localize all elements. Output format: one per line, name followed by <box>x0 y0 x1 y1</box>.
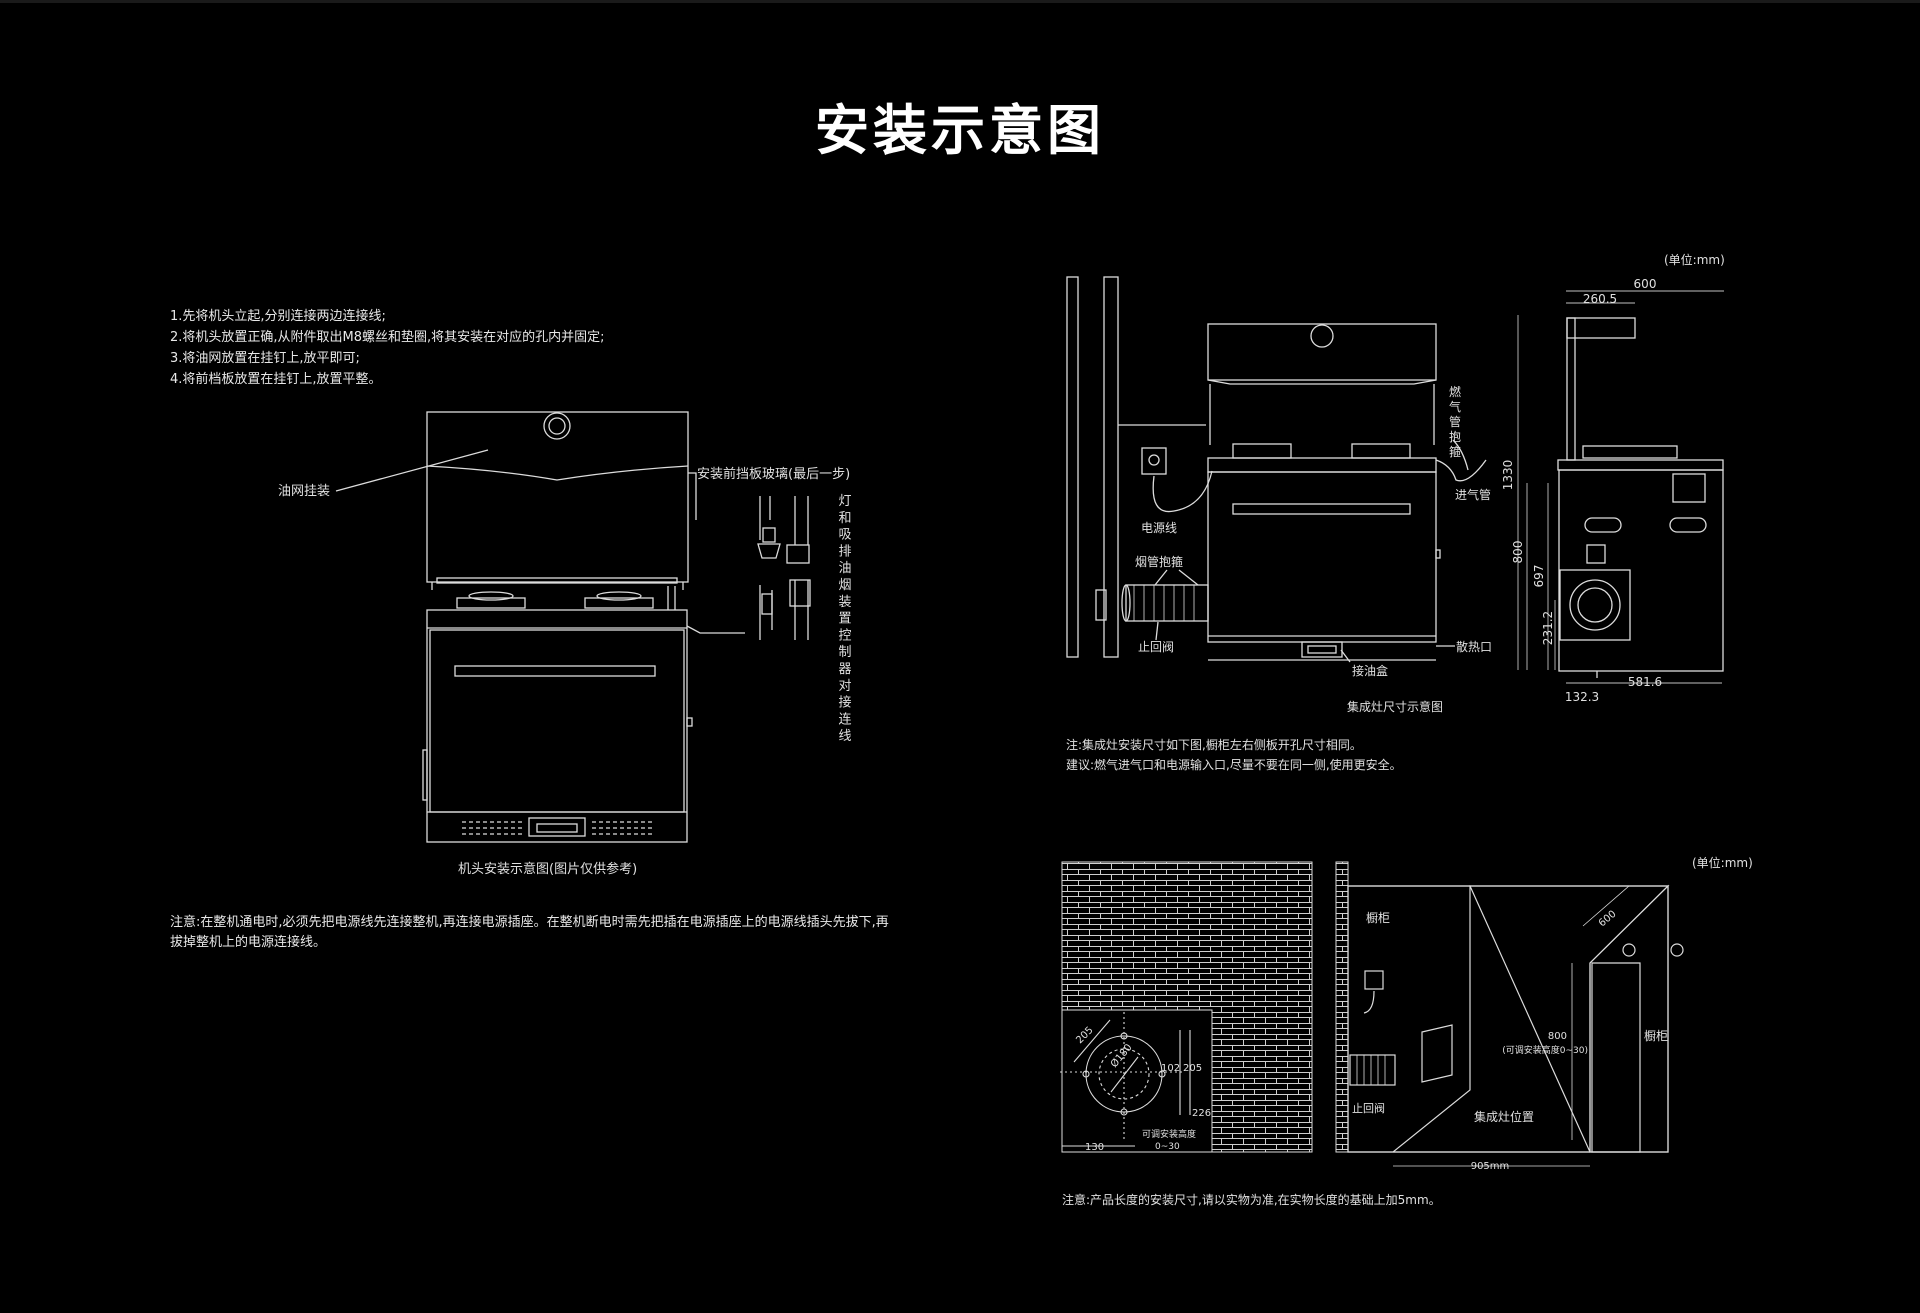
dim-800-note: (可调安装高度0~30) <box>1502 1044 1588 1056</box>
unit-bottom: (单位:mm) <box>1692 855 1753 870</box>
label-duct-clamp: 烟管抱箍 <box>1135 554 1183 569</box>
label-light-connector: 灯和吸排油烟装置控制器对接连线 <box>838 494 851 744</box>
vertical-label: 灯和吸排油烟装置控制器对接连线 <box>838 494 851 744</box>
label-check-valve-2: 止回阀 <box>1352 1101 1385 1115</box>
label-oil-box: 接油盒 <box>1352 663 1388 678</box>
left-note: 注意:在整机通电时,必须先把电源线先连接整机,再连接电源插座。在整机断电时需先把… <box>170 915 889 950</box>
label-front-glass: 安装前挡板玻璃(最后一步) <box>697 466 850 482</box>
dim-581: 581.6 <box>1628 675 1662 689</box>
top-divider <box>0 0 1920 3</box>
note-size-2: 建议:燃气进气口和电源输入口,尽量不要在同一侧,使用更安全。 <box>1066 757 1402 772</box>
dim-600-b: 600 <box>1597 909 1619 930</box>
step-item: 2.将机头放置正确,从附件取出M8螺丝和垫圈,将其安装在对应的孔内并固定; <box>170 330 605 345</box>
dim-102: 102 <box>1161 1063 1180 1074</box>
dim-800: 800 <box>1511 541 1525 564</box>
dim-132: 132.3 <box>1565 690 1599 704</box>
dim-130: 130 <box>1085 1142 1104 1153</box>
dim-1330: 1330 <box>1501 460 1515 491</box>
adjust-text-2: 0~30 <box>1155 1142 1180 1152</box>
dim-260: 260.5 <box>1583 292 1617 306</box>
note-bottom: 注意:产品长度的安装尺寸,请以实物为准,在实物长度的基础上加5mm。 <box>1062 1192 1441 1207</box>
label-cabinet-left: 橱柜 <box>1366 911 1390 925</box>
dim-697: 697 <box>1532 565 1546 588</box>
note-size-1: 注:集成灶安装尺寸如下图,橱柜左右侧板开孔尺寸相同。 <box>1066 737 1362 752</box>
page-title: 安装示意图 <box>815 99 1105 162</box>
caption-size: 集成灶尺寸示意图 <box>1347 699 1443 714</box>
step-item: 1.先将机头立起,分别连接两边连接线; <box>170 309 386 324</box>
label-gas-clamp-chars: 燃气管抱箍 <box>1449 384 1461 459</box>
wall-hole-diagram: 205 Ø180 102 205 226 130 可调安装高度 0~30 <box>1060 855 1753 1172</box>
label-gas-inlet: 进气管 <box>1455 487 1491 502</box>
dim-231: 231.2 <box>1541 611 1555 645</box>
label-power: 电源线 <box>1141 521 1177 535</box>
dim-905: 905mm <box>1471 1161 1510 1172</box>
label-stove-position: 集成灶位置 <box>1474 1109 1534 1124</box>
dim-205: 205 <box>1183 1063 1202 1074</box>
label-oil-net: 油网挂装 <box>278 484 330 499</box>
label-cabinet-right: 橱柜 <box>1644 1029 1668 1043</box>
label-gas-clamp-vertical: 燃气管抱箍 <box>1449 384 1461 459</box>
step-item: 3.将油网放置在挂钉上,放平即可; <box>170 351 360 366</box>
unit-top: (单位:mm) <box>1664 252 1725 267</box>
stove-size-diagram <box>1066 276 1724 684</box>
label-heat-vent: 散热口 <box>1456 639 1492 654</box>
install-steps: 1.先将机头立起,分别连接两边连接线; 2.将机头放置正确,从附件取出M8螺丝和… <box>170 306 605 390</box>
dim-800-b: 800 <box>1548 1031 1567 1042</box>
dim-226: 226 <box>1192 1108 1211 1119</box>
label-check-valve: 止回阀 <box>1138 640 1174 654</box>
caption-head-install: 机头安装示意图(图片仅供参考) <box>458 861 637 877</box>
step-item: 4.将前档板放置在挂钉上,放置平整。 <box>170 372 382 387</box>
dim-600: 600 <box>1634 277 1657 291</box>
adjust-text-1: 可调安装高度 <box>1142 1128 1196 1140</box>
head-install-diagram <box>335 411 811 843</box>
